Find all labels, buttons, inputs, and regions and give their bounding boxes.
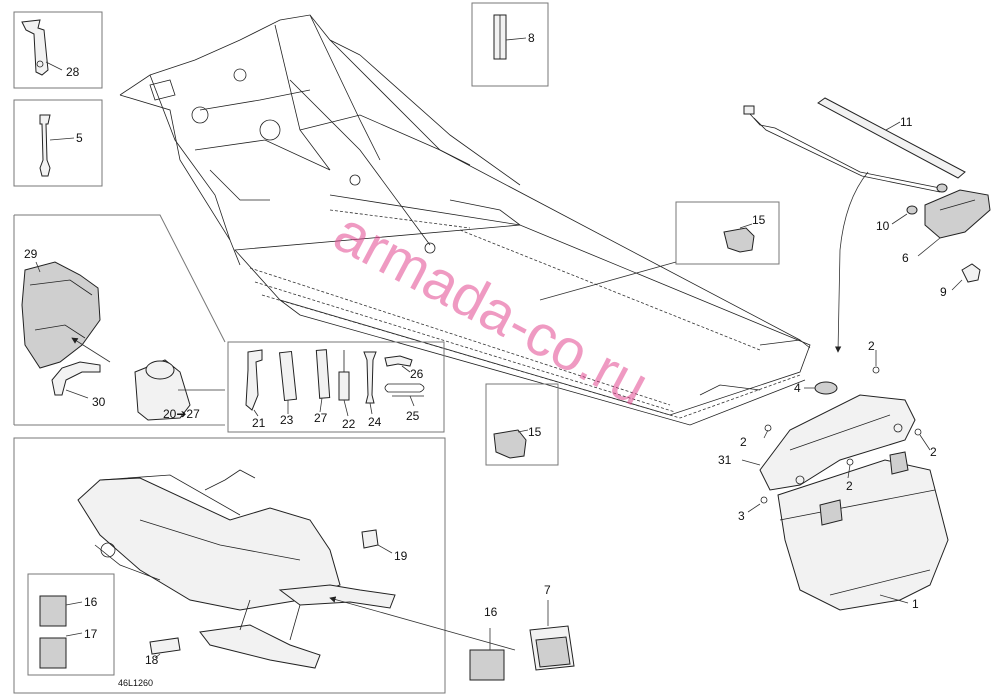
callout-17: 17 xyxy=(84,627,98,641)
snowmobile-icon xyxy=(77,469,396,669)
tool-bag-29-icon xyxy=(21,261,101,369)
clip-8-icon xyxy=(493,14,527,60)
callout-1: 1 xyxy=(912,597,919,611)
pad-7-icon xyxy=(529,600,575,671)
snow-flap-1-icon xyxy=(777,451,949,611)
clip-15-upper-icon xyxy=(723,223,755,253)
callout-27: 27 xyxy=(314,411,328,425)
callout-29: 29 xyxy=(24,247,38,261)
callout-2-right: 2 xyxy=(930,445,937,459)
tool-roll-20-27-icon xyxy=(134,359,225,421)
callout-30: 30 xyxy=(92,395,106,409)
decal-16-icon xyxy=(39,595,83,627)
callout-15-upper: 15 xyxy=(752,213,766,227)
tail-light-6-icon xyxy=(917,189,991,257)
box-decals-16-17 xyxy=(27,573,115,676)
callout-25: 25 xyxy=(406,409,420,423)
pad-16-icon xyxy=(469,628,505,681)
callout-2-left: 2 xyxy=(740,435,747,449)
callout-26: 26 xyxy=(410,367,424,381)
light-lens-4-icon xyxy=(804,381,838,395)
grommet-10-icon xyxy=(891,183,948,225)
box-part-8 xyxy=(471,2,549,87)
callout-23: 23 xyxy=(280,413,294,427)
callout-22: 22 xyxy=(342,417,356,431)
screwdriver-22-icon xyxy=(338,350,350,417)
box-part-15-lower xyxy=(485,383,559,466)
callout-8: 8 xyxy=(528,31,535,45)
clip-26-icon xyxy=(384,355,413,373)
box-open-wrench xyxy=(13,99,103,187)
callout-7: 7 xyxy=(544,583,551,597)
decal-19-icon xyxy=(361,529,393,554)
open-wrench-icon xyxy=(39,114,75,177)
flap-bracket-31-icon xyxy=(741,394,916,491)
callout-31: 31 xyxy=(718,453,732,467)
callout-11: 11 xyxy=(900,115,913,129)
strap-30-icon xyxy=(51,337,111,399)
reflector-strip-11-icon xyxy=(817,97,966,179)
chassis-frame xyxy=(119,14,811,426)
callout-18: 18 xyxy=(145,653,159,667)
spanner-wrench-icon xyxy=(21,19,63,76)
callout-2-center: 2 xyxy=(846,479,853,493)
wrench-24-icon xyxy=(363,351,377,415)
drawing-code: 46L1260 xyxy=(118,678,153,688)
wire-25-icon xyxy=(384,383,425,407)
box-tool-kit-parts xyxy=(227,341,445,433)
toolkit-outline xyxy=(14,214,226,343)
callout-10: 10 xyxy=(876,219,890,233)
callout-3: 3 xyxy=(738,509,745,523)
callout-16-box: 16 xyxy=(84,595,98,609)
socket-23-icon xyxy=(278,350,298,414)
callout-28: 28 xyxy=(66,65,80,79)
spark-plug-tool-27-icon xyxy=(315,349,331,413)
screws-2-icon xyxy=(763,350,931,479)
callout-9: 9 xyxy=(940,285,947,299)
callout-4: 4 xyxy=(794,381,801,395)
callout-5: 5 xyxy=(76,131,83,145)
callout-15-lower: 15 xyxy=(528,425,542,439)
callout-21: 21 xyxy=(252,416,266,430)
callout-16: 16 xyxy=(484,605,498,619)
clip-15-lower-icon xyxy=(493,429,529,459)
bulb-9-icon xyxy=(951,263,981,291)
callout-2-top: 2 xyxy=(868,339,875,353)
decal-18-icon xyxy=(149,637,181,659)
callout-20-27: 20➔27 xyxy=(163,407,200,421)
spanner-21-icon xyxy=(245,349,263,417)
box-spanner-wrench xyxy=(13,11,103,89)
callout-6: 6 xyxy=(902,251,909,265)
box-decals xyxy=(13,437,446,694)
callout-24: 24 xyxy=(368,415,382,429)
washer-3-icon xyxy=(747,496,768,513)
callout-19: 19 xyxy=(394,549,408,563)
tail-light-harness-icon xyxy=(743,105,941,193)
decal-17-icon xyxy=(39,632,83,669)
box-part-15-upper xyxy=(675,201,780,265)
